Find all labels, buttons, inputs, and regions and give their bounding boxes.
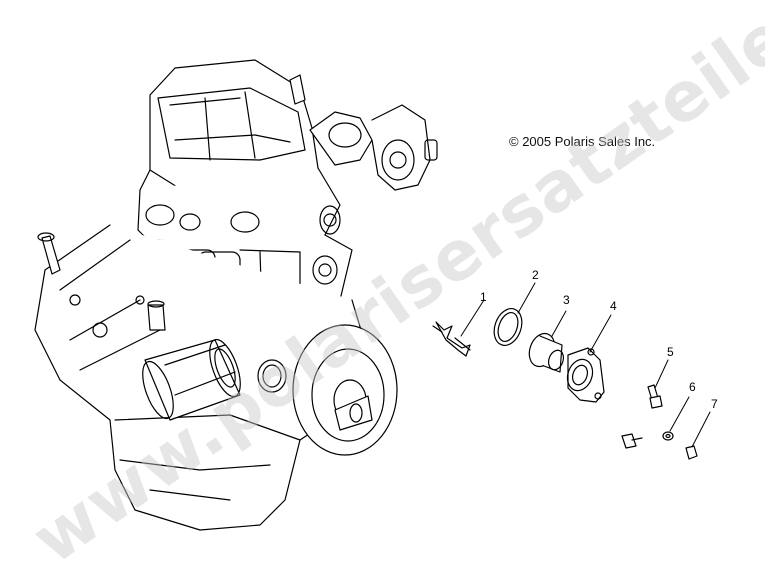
callout-3: 3 — [563, 293, 570, 307]
part-4-thermostat-housing — [566, 314, 612, 403]
part-2-o-ring — [493, 282, 536, 346]
callout-2: 2 — [532, 268, 539, 282]
part-5-bolt — [647, 359, 669, 409]
part-3-thermostat — [528, 310, 567, 373]
callout-5: 5 — [667, 345, 674, 359]
part-6-washer — [662, 396, 690, 441]
copyright-notice: © 2005 Polaris Sales Inc. — [509, 134, 656, 149]
callout-4: 4 — [610, 299, 617, 313]
callout-6: 6 — [689, 380, 696, 394]
part-bolt-lower — [621, 433, 643, 449]
callout-1: 1 — [480, 290, 487, 304]
engine-assembly — [34, 59, 438, 531]
part-1-sensor — [432, 299, 485, 357]
part-7-bolt — [685, 411, 711, 460]
callout-7: 7 — [711, 397, 718, 411]
